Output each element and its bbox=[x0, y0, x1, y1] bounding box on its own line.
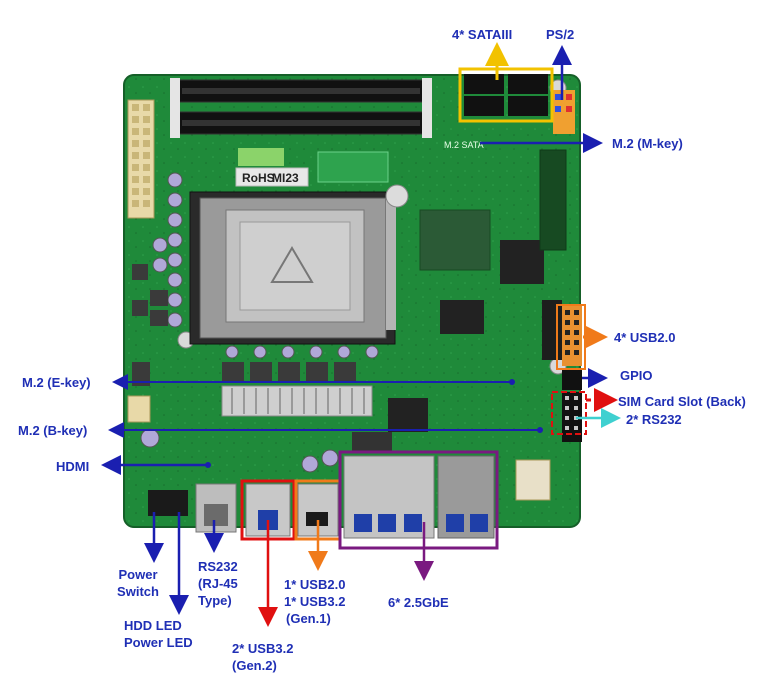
label-rs232-rj45: RS232 (RJ-45 Type) bbox=[198, 558, 238, 609]
label-lan: 6* 2.5GbE bbox=[388, 595, 449, 610]
usb2-header bbox=[562, 306, 582, 366]
label-sata: 4* SATAIII bbox=[452, 27, 513, 42]
sata-highlight-frame bbox=[458, 67, 554, 123]
cpu-socket bbox=[189, 184, 409, 345]
gpio-header bbox=[562, 370, 582, 390]
sim-highlight-frame bbox=[551, 391, 587, 435]
label-m2-m-key: M.2 (M-key) bbox=[612, 136, 683, 151]
label-sim-card-slot: SIM Card Slot (Back) bbox=[618, 394, 746, 409]
label-power-switch-line2: Switch bbox=[117, 584, 159, 599]
label-usb32-gen2-line2: (Gen.2) bbox=[232, 658, 277, 673]
lan-highlight-frame bbox=[338, 450, 499, 550]
sata-ports bbox=[464, 74, 548, 116]
label-hdmi: HDMI bbox=[56, 459, 90, 474]
board-chips bbox=[140, 149, 567, 473]
silkscreen-rohs: RoHS bbox=[242, 171, 275, 185]
label-rs232-header: 2* RS232 bbox=[626, 412, 682, 427]
label-m2-e-key: M.2 (E-key) bbox=[22, 375, 91, 390]
io-connectors bbox=[148, 455, 551, 539]
label-usb32-gen2: 2* USB3.2 (Gen.2) bbox=[232, 640, 293, 674]
label-usb20-header: 4* USB2.0 bbox=[614, 330, 676, 345]
label-hdd-led-line1: HDD LED bbox=[124, 618, 182, 633]
silkscreen-model: MI23 bbox=[272, 171, 299, 185]
label-gpio: GPIO bbox=[620, 368, 653, 383]
dimm-slots bbox=[170, 78, 432, 138]
label-ps2: PS/2 bbox=[546, 27, 575, 42]
hdmi-dot bbox=[205, 462, 211, 468]
m2-b-dot bbox=[537, 427, 543, 433]
label-usb-combo: 1* USB2.0 1* USB3.2 (Gen.1) bbox=[284, 576, 345, 627]
label-m2-b-key: M.2 (B-key) bbox=[18, 423, 88, 438]
label-rs232-rj45-line2: (RJ-45 bbox=[198, 576, 238, 591]
label-hdd-power-led: HDD LED Power LED bbox=[124, 617, 193, 651]
vrm-chokes-bottom bbox=[222, 345, 379, 382]
label-hdd-led-line2: Power LED bbox=[124, 635, 193, 650]
label-rs232-rj45-line3: Type) bbox=[198, 593, 232, 608]
vrm-capacitors-left bbox=[132, 172, 183, 386]
label-power-switch-line1: Power bbox=[118, 567, 158, 582]
rs232-header bbox=[562, 392, 582, 442]
label-usb-combo-line3: (Gen.1) bbox=[286, 611, 331, 626]
m2-e-dot bbox=[509, 379, 515, 385]
ps2-header bbox=[553, 90, 575, 134]
label-usb-combo-line1: 1* USB2.0 bbox=[284, 577, 346, 592]
silkscreen-m2-sata: M.2 SATA bbox=[444, 140, 484, 150]
heatsink bbox=[221, 385, 373, 417]
label-power-switch: Power Switch bbox=[110, 566, 166, 600]
label-usb32-gen2-line1: 2* USB3.2 bbox=[232, 641, 294, 656]
label-usb-combo-line2: 1* USB3.2 bbox=[284, 594, 346, 609]
atx-power-connector bbox=[127, 99, 155, 423]
label-rs232-rj45-line1: RS232 bbox=[198, 559, 238, 574]
silkscreen-area: RoHS MI23 M.2 SATA bbox=[235, 140, 484, 187]
